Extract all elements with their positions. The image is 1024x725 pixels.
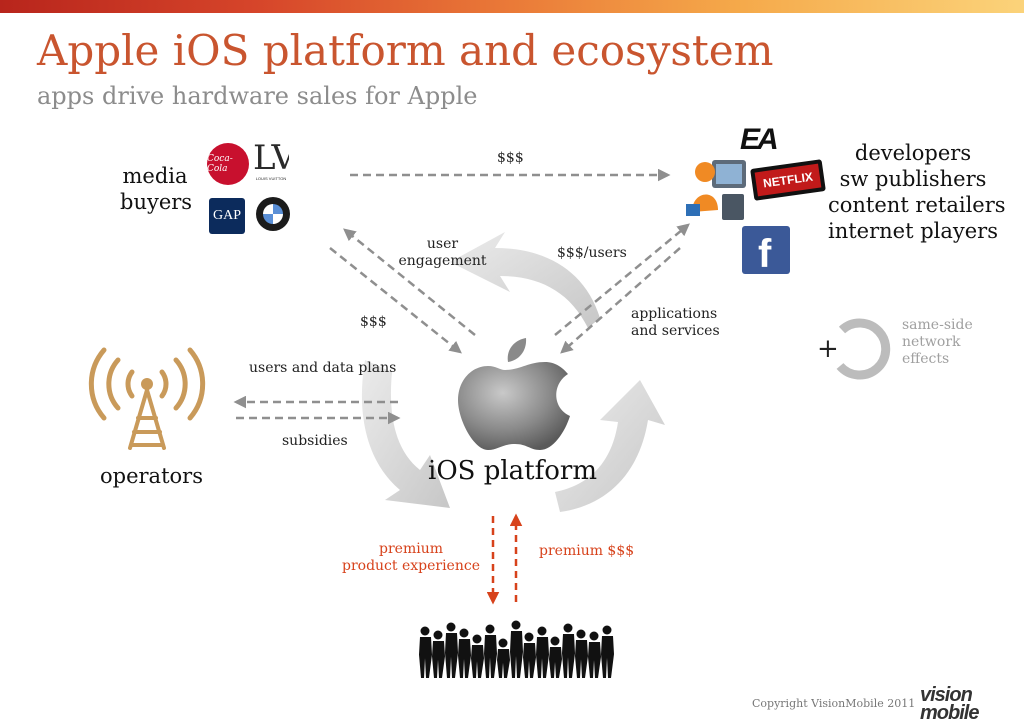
top-color-bar xyxy=(0,0,1024,13)
slide-title: Apple iOS platform and ecosystem xyxy=(37,26,774,75)
bmw-logo xyxy=(256,197,290,231)
person-silhouette-head xyxy=(511,620,521,630)
ios-platform-label: iOS platform xyxy=(428,456,597,486)
network-effects-icon xyxy=(836,318,891,380)
louis-vuitton-mark: LV xyxy=(253,140,289,178)
person-silhouette-body xyxy=(575,640,588,678)
visionmobile-logo: vision mobile xyxy=(920,684,979,724)
user-engagement-line-1: user xyxy=(426,236,459,252)
person-silhouette-head xyxy=(446,622,456,632)
cycle-arrow-left xyxy=(361,360,450,508)
visionmobile-logo-line-1: vision xyxy=(920,684,973,706)
person-silhouette-head xyxy=(589,631,599,641)
person-silhouette-body xyxy=(549,647,562,678)
media-buyers-line-2: buyers xyxy=(120,190,193,214)
apple-logo-icon xyxy=(458,338,570,450)
flow-arrow-media-up xyxy=(343,228,476,336)
netflix-wordmark: NETFLIX xyxy=(754,163,822,197)
user-engagement-line-2: engagement xyxy=(398,253,487,269)
person-silhouette-body xyxy=(458,639,471,678)
visionmobile-logo-line-2: mobile xyxy=(920,702,979,724)
person-silhouette-head xyxy=(602,625,612,635)
person-silhouette-head xyxy=(485,624,495,634)
flow-label-premium-dollars: premium $$$ xyxy=(539,543,635,559)
network-effects-line-1: same-side xyxy=(902,317,973,333)
network-effects-label: same-side network effects xyxy=(902,317,973,368)
flow-arrow-media-down xyxy=(329,247,462,354)
person-silhouette-head xyxy=(524,632,534,642)
flow-label-applications-services: applications and services xyxy=(631,306,720,340)
radio-tower-icon xyxy=(88,347,206,450)
person-silhouette-head xyxy=(537,626,547,636)
person-silhouette-body xyxy=(523,643,536,678)
person-silhouette-head xyxy=(472,634,482,644)
coca-cola-logo: Coca-Cola xyxy=(207,143,249,185)
media-buyers-line-1: media xyxy=(122,164,188,188)
premium-experience-line-1: premium xyxy=(379,541,443,557)
person-silhouette-body xyxy=(536,637,549,678)
person-silhouette-body xyxy=(497,649,510,678)
network-effects-plus: + xyxy=(817,334,839,364)
person-silhouette-head xyxy=(420,626,430,636)
person-silhouette-head xyxy=(498,638,508,648)
users-silhouettes-icon xyxy=(419,620,614,678)
premium-experience-line-2: product experience xyxy=(341,558,480,574)
person-silhouette-body xyxy=(445,633,458,678)
person-silhouette-head xyxy=(563,623,573,633)
person-silhouette-body xyxy=(562,634,575,678)
applications-line-1: applications xyxy=(631,306,718,322)
person-silhouette-head xyxy=(550,636,560,646)
copyright-text: Copyright VisionMobile 2011 xyxy=(752,697,916,710)
flow-label-subsidies: subsidies xyxy=(282,433,348,449)
flow-label-premium-experience: premium product experience xyxy=(340,541,482,575)
developers-line-1: developers xyxy=(854,141,972,165)
flow-label-top-dollars: $$$ xyxy=(497,150,524,166)
developers-line-3: content retailers xyxy=(828,193,1006,217)
media-buyers-label: media buyers xyxy=(120,163,193,215)
network-effects-line-3: effects xyxy=(902,351,950,367)
developers-label: developers sw publishers content retaile… xyxy=(828,140,1006,244)
louis-vuitton-wordmark: LOUIS VUITTON xyxy=(255,176,287,181)
facebook-logo: f xyxy=(742,226,790,274)
person-silhouette-body xyxy=(419,637,432,678)
developers-line-4: internet players xyxy=(828,219,998,243)
flow-arrow-dev-up xyxy=(554,223,690,336)
flow-label-users-data-plans: users and data plans xyxy=(249,360,397,376)
cycle-arrow-right xyxy=(555,380,665,512)
cycle-arrow-top xyxy=(450,232,600,328)
ea-logo: EA xyxy=(740,125,779,155)
flow-arrow-dev-down xyxy=(560,247,681,354)
applications-line-2: and services xyxy=(631,323,720,339)
louis-vuitton-logo: LV LOUIS VUITTON xyxy=(253,140,289,188)
developers-line-2: sw publishers xyxy=(839,167,987,191)
person-silhouette-body xyxy=(601,636,614,678)
developer-computer-icon xyxy=(686,160,746,220)
flow-label-dollars-users: $$$/users xyxy=(557,245,627,261)
person-silhouette-head xyxy=(433,630,443,640)
person-silhouette-head xyxy=(576,629,586,639)
gap-logo: GAP xyxy=(209,198,245,234)
person-silhouette-body xyxy=(471,645,484,678)
network-effects-line-2: network xyxy=(902,334,961,350)
slide-subtitle: apps drive hardware sales for Apple xyxy=(37,82,478,110)
person-silhouette-body xyxy=(432,641,445,678)
person-silhouette-head xyxy=(459,628,469,638)
operators-label: operators xyxy=(100,464,203,488)
person-silhouette-body xyxy=(588,642,601,678)
bmw-logo-inner xyxy=(263,204,283,224)
flow-label-user-engagement: user engagement xyxy=(395,236,490,270)
person-silhouette-body xyxy=(510,631,523,678)
flow-label-left-dollars: $$$ xyxy=(360,314,387,330)
person-silhouette-body xyxy=(484,635,497,678)
